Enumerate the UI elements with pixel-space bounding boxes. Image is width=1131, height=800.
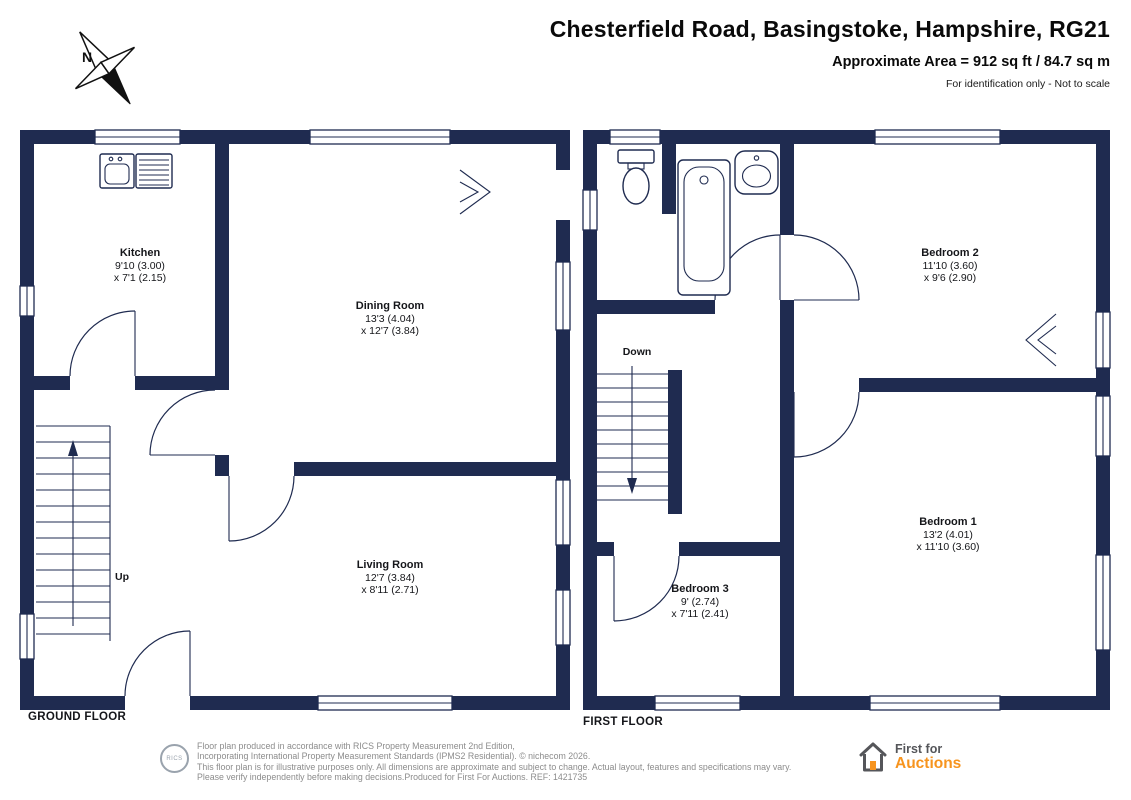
ground-interior-walls [34, 144, 556, 476]
ground-windows [19, 129, 571, 711]
room-label-living-room: Living Room 12'7 (3.84) x 8'11 (2.71) [357, 559, 424, 597]
ground-exterior-walls [20, 130, 570, 710]
disclaimer-line: Floor plan produced in accordance with R… [197, 741, 515, 751]
logo-text: First for Auctions [895, 742, 961, 772]
scale-note: For identification only - Not to scale [946, 78, 1110, 90]
first-floor-title: FIRST FLOOR [583, 716, 663, 728]
ground-door-arcs [69, 310, 295, 697]
house-icon [859, 742, 887, 772]
first-door-arcs [613, 234, 860, 622]
page-title: Chesterfield Road, Basingstoke, Hampshir… [549, 16, 1110, 42]
first-floor-plan [582, 129, 1111, 711]
bedroom2-opening-chevron-icon [1025, 313, 1057, 367]
bath-icon [677, 159, 731, 296]
disclaimer-line: Incorporating International Property Mea… [197, 751, 591, 762]
header: Chesterfield Road, Basingstoke, Hampshir… [550, 16, 1110, 90]
ground-floor-title: GROUND FLOOR [28, 711, 127, 723]
first-exterior-walls [583, 130, 1110, 710]
disclaimer: Floor plan produced in accordance with R… [197, 741, 791, 782]
toilet-icon [617, 149, 655, 205]
compass-icon: N [74, 31, 136, 105]
ground-stairs [36, 425, 111, 641]
room-dim: x 11'10 (3.60) [916, 541, 980, 553]
room-name: Bedroom 2 [921, 247, 979, 259]
first-for-auctions-logo: First for Auctions [858, 740, 961, 774]
room-name: Bedroom 3 [671, 583, 729, 595]
room-name: Bedroom 1 [919, 516, 977, 528]
stairs-up-label: Up [115, 571, 129, 583]
approximate-area: Approximate Area = 912 sq ft / 84.7 sq m [832, 54, 1110, 70]
room-dim: x 8'11 (2.71) [361, 584, 419, 596]
stairs-down-label: Down [622, 346, 652, 358]
room-label-dining-room: Dining Room 13'3 (4.04) x 12'7 (3.84) [356, 300, 424, 338]
first-windows [582, 129, 1111, 711]
room-dim: 12'7 (3.84) [365, 571, 415, 584]
kitchen-sink-icon [99, 153, 135, 189]
kitchen-drainer-icon [135, 153, 173, 189]
compass-north-letter: N [82, 49, 92, 65]
room-dim: x 12'7 (3.84) [360, 325, 420, 337]
room-label-bedroom-3: Bedroom 3 9' (2.74) x 7'11 (2.41) [671, 583, 728, 621]
room-dim: 9'10 (3.00) [115, 259, 165, 272]
room-dim: 13'3 (4.04) [365, 312, 415, 325]
room-label-kitchen: Kitchen 9'10 (3.00) x 7'1 (2.15) [114, 247, 166, 285]
dining-opening-chevron-icon [459, 169, 491, 215]
sink-icon [734, 150, 779, 195]
room-dim: x 7'11 (2.41) [671, 608, 729, 620]
room-dim: x 7'1 (2.15) [113, 272, 167, 284]
room-dim: 13'2 (4.01) [923, 528, 973, 541]
rics-roundel-icon: RICS [160, 744, 189, 773]
room-name: Living Room [356, 559, 424, 571]
room-dim: 11'10 (3.60) [922, 259, 978, 272]
room-name: Dining Room [355, 300, 425, 312]
logo-line-1: First for [895, 742, 943, 756]
room-dim: x 9'6 (2.90) [923, 272, 977, 284]
first-stairs [597, 366, 668, 501]
disclaimer-line: This floor plan is for illustrative purp… [197, 761, 792, 772]
disclaimer-line: Please verify independently before makin… [197, 771, 588, 782]
ground-floor-plan [19, 129, 571, 711]
room-dim: 9' (2.74) [680, 595, 720, 608]
room-label-bedroom-1: Bedroom 1 13'2 (4.01) x 11'10 (3.60) [916, 516, 979, 554]
room-name: Kitchen [119, 247, 161, 259]
first-interior-walls [597, 144, 1110, 696]
ground-door-gaps [125, 170, 570, 710]
logo-line-2: Auctions [895, 755, 962, 772]
room-label-bedroom-2: Bedroom 2 11'10 (3.60) x 9'6 (2.90) [921, 247, 978, 285]
